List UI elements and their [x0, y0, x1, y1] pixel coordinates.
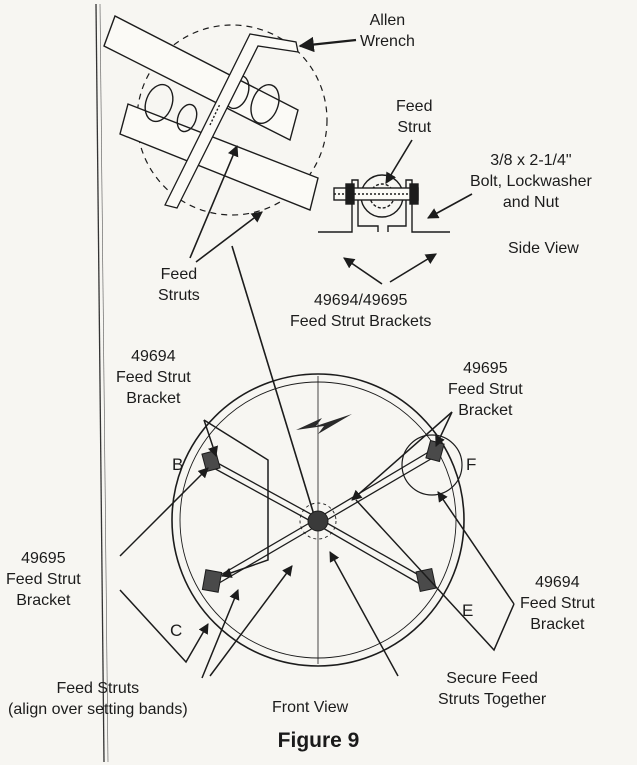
allen-wrench-arrow — [298, 36, 357, 53]
callout-49694-right — [355, 499, 515, 652]
callout-49695-right-f — [435, 411, 453, 447]
front-view — [171, 373, 465, 667]
strut-hole — [250, 83, 280, 125]
upper-strut — [103, 15, 299, 142]
left-border-line — [95, 3, 105, 763]
label-secure-feed-struts: Secure Feed Struts Together — [438, 670, 547, 708]
label-feed-strut-side: Feed Strut — [396, 98, 433, 136]
letter-e: E — [462, 601, 474, 620]
detail-to-hub-line — [231, 245, 319, 529]
brackets-arrow-left — [343, 257, 383, 285]
letter-c: C — [170, 621, 183, 640]
feed-struts-arrow — [189, 144, 239, 259]
callout-49695-left-c — [119, 589, 209, 664]
side-view-bracket — [318, 174, 450, 233]
letter-f: F — [466, 455, 477, 474]
left-border-line-inner — [99, 3, 109, 763]
callout-49694-left-b — [203, 419, 218, 457]
label-49694-left: 49694 Feed Strut Bracket — [116, 348, 191, 407]
label-feed-strut-brackets: 49694/49695 Feed Strut Brackets — [290, 292, 432, 330]
letter-b: B — [172, 455, 184, 474]
lower-strut — [119, 103, 319, 211]
label-side-view: Side View — [508, 240, 579, 257]
feed-struts-bottom-arrow — [201, 589, 240, 679]
label-front-view: Front View — [272, 699, 349, 716]
callout-49695-left — [119, 467, 209, 557]
callout-49694-left — [203, 419, 269, 578]
label-feed-struts-top: Feed Struts — [158, 266, 200, 304]
detail-circle-f — [401, 434, 463, 496]
secure-struts-arrow — [329, 551, 399, 677]
figure-caption: Figure 9 — [277, 729, 360, 752]
label-bolt-lockwasher-nut: 3/8 x 2-1/4" Bolt, Lockwasher and Nut — [470, 152, 592, 211]
feed-struts-arrow — [195, 211, 263, 263]
callout-49695-right — [351, 411, 453, 501]
bracket-b — [201, 449, 221, 473]
callout-49694-right-e — [437, 491, 515, 605]
label-feed-struts-bottom: Feed Struts (align over setting bands) — [8, 680, 188, 718]
label-49695-left: 49695 Feed Strut Bracket — [6, 550, 81, 609]
bracket-e — [415, 567, 437, 593]
bracket-c — [201, 569, 223, 593]
label-49694-right: 49694 Feed Strut Bracket — [520, 574, 595, 633]
label-allen-wrench: Allen Wrench — [360, 12, 415, 50]
outer-rim — [171, 373, 465, 667]
label-49695-right: 49695 Feed Strut Bracket — [448, 360, 523, 419]
feed-strut-side-arrow — [385, 139, 413, 184]
allen-wrench — [164, 33, 299, 209]
brackets-arrow-right — [389, 253, 437, 283]
bolt-arrow — [427, 193, 473, 219]
strut-hole — [144, 83, 174, 123]
reflection-mark — [296, 414, 352, 434]
strut-hole — [176, 103, 198, 133]
detail-strut-assembly — [103, 15, 328, 216]
feed-struts-bottom-arrow — [209, 565, 293, 677]
hub — [307, 510, 329, 532]
